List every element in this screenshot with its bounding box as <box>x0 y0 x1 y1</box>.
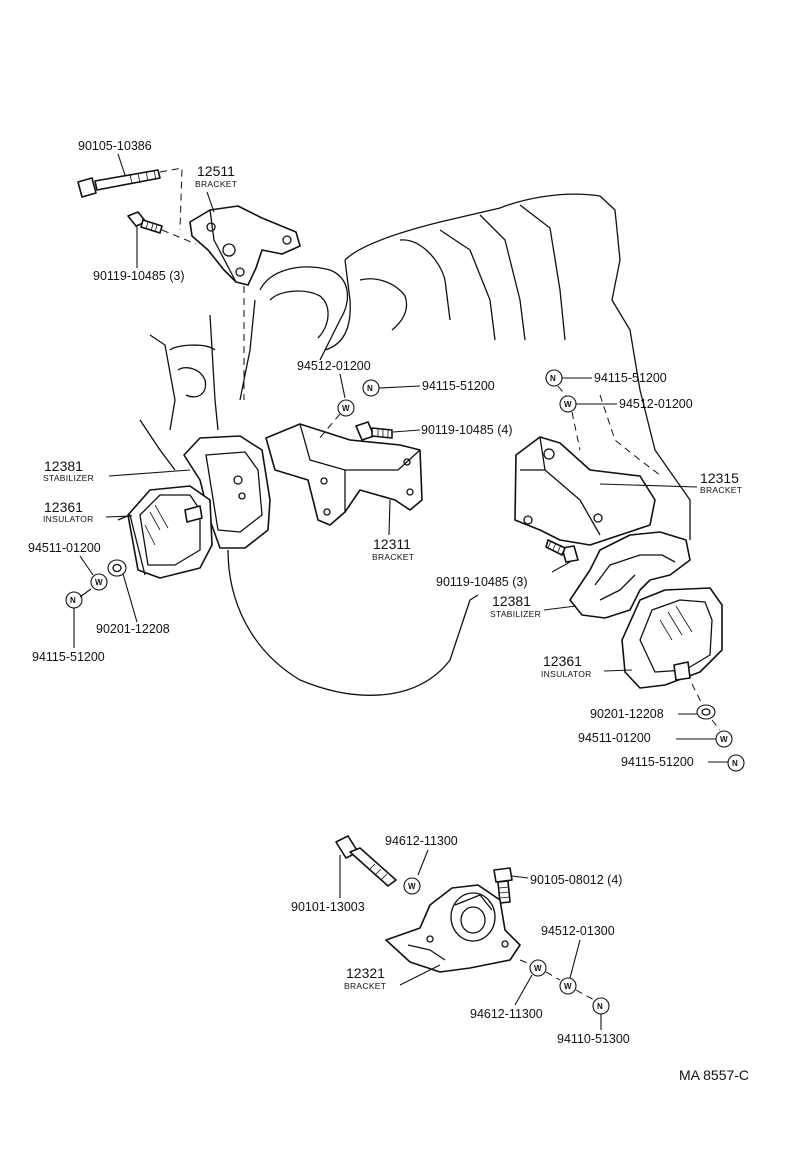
washer-icon: W <box>559 977 577 995</box>
svg-text:W: W <box>564 982 572 991</box>
label-94511-01200a: 94511-01200 <box>28 541 101 555</box>
diagram-code: MA 8557-C <box>679 1067 749 1083</box>
nut-icon: N <box>545 369 563 387</box>
label-94511-01200b: 94511-01200 <box>578 731 651 745</box>
label-90119-10485-3a: 90119-10485 (3) <box>93 269 185 283</box>
svg-text:N: N <box>597 1002 603 1011</box>
label-94115-51200a: 94115-51200 <box>422 379 495 393</box>
label-94612-11300a: 94612-11300 <box>385 834 458 848</box>
insulator-12361-b <box>621 587 723 689</box>
label-90101-13003: 90101-13003 <box>291 900 365 914</box>
label-90201-12208a: 90201-12208 <box>96 622 170 636</box>
lock-washer-icon <box>696 704 716 720</box>
nut-icon: N <box>727 754 745 772</box>
washer-icon: W <box>529 959 547 977</box>
label-12361b: 12361 <box>543 653 582 669</box>
label-12361a-sub: INSULATOR <box>43 514 94 524</box>
nut-icon: N <box>65 591 83 609</box>
svg-text:W: W <box>342 404 350 413</box>
insulator-12361-a <box>117 485 213 579</box>
label-94115-51200c: 94115-51200 <box>32 650 105 664</box>
label-90119-10485-3b: 90119-10485 (3) <box>436 575 528 589</box>
svg-text:N: N <box>550 374 556 383</box>
svg-text:N: N <box>367 384 373 393</box>
washer-icon: W <box>715 730 733 748</box>
label-12315: 12315 <box>700 470 739 486</box>
label-12511: 12511 <box>197 163 235 179</box>
label-12381a: 12381 <box>44 458 83 474</box>
stabilizer-12381-b <box>569 531 691 619</box>
lock-washer-icon <box>107 559 127 577</box>
bolt-90105-08012 <box>493 867 513 904</box>
bracket-12315 <box>514 436 656 546</box>
label-12381a-sub: STABILIZER <box>43 473 94 483</box>
label-94115-51200b: 94115-51200 <box>594 371 667 385</box>
svg-text:N: N <box>732 759 738 768</box>
bracket-12311 <box>265 423 423 526</box>
svg-text:W: W <box>534 964 542 973</box>
label-12361a: 12361 <box>44 499 83 515</box>
bolt-90119-10485-b <box>355 421 393 441</box>
label-12511-sub: BRACKET <box>195 179 237 189</box>
label-94512-01200a: 94512-01200 <box>297 359 371 373</box>
label-12361b-sub: INSULATOR <box>541 669 592 679</box>
label-12311: 12311 <box>373 536 411 552</box>
svg-text:W: W <box>408 882 416 891</box>
label-12321-sub: BRACKET <box>344 981 386 991</box>
label-90119-10485-4: 90119-10485 (4) <box>421 423 513 437</box>
label-94512-01300: 94512-01300 <box>541 924 615 938</box>
label-94612-11300b: 94612-11300 <box>470 1007 543 1021</box>
label-12381b: 12381 <box>492 593 531 609</box>
nut-icon: N <box>592 997 610 1015</box>
label-12381b-sub: STABILIZER <box>490 609 541 619</box>
label-12315-sub: BRACKET <box>700 485 742 495</box>
label-12321: 12321 <box>346 965 385 981</box>
washer-icon: W <box>90 573 108 591</box>
svg-text:W: W <box>95 578 103 587</box>
label-94115-51200d: 94115-51200 <box>621 755 694 769</box>
bracket-12321 <box>385 884 521 973</box>
bolt-90101-13003 <box>335 835 397 887</box>
bolt-90105-10386 <box>77 169 161 198</box>
bolt-90119-10485-c <box>545 539 579 563</box>
engine-outline-icon <box>139 193 691 696</box>
washer-icon: W <box>559 395 577 413</box>
label-90105-08012: 90105-08012 (4) <box>530 873 622 887</box>
washer-icon: W <box>337 399 355 417</box>
washer-icon: W <box>403 877 421 895</box>
nut-icon: N <box>362 379 380 397</box>
label-94110-51300: 94110-51300 <box>557 1032 630 1046</box>
svg-text:W: W <box>564 400 572 409</box>
stabilizer-12381-a <box>183 435 271 549</box>
svg-text:W: W <box>720 735 728 744</box>
label-90105-10386: 90105-10386 <box>78 139 152 153</box>
bracket-12511 <box>189 205 301 286</box>
bolt-90119-10485-a <box>127 211 163 234</box>
label-94512-01200b: 94512-01200 <box>619 397 693 411</box>
label-90201-12208b: 90201-12208 <box>590 707 664 721</box>
svg-text:N: N <box>70 596 76 605</box>
label-12311-sub: BRACKET <box>372 552 414 562</box>
